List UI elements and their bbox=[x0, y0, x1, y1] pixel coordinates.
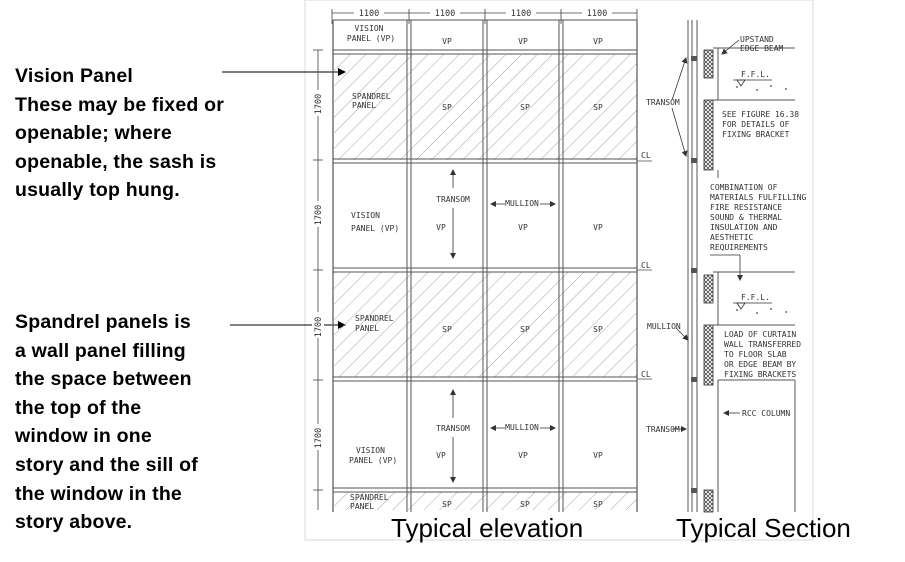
panel-label: PANEL bbox=[352, 101, 376, 110]
note-line: a wall panel filling bbox=[15, 339, 186, 362]
rcc-column-label: RCC COLUMN bbox=[742, 409, 790, 418]
detail-note: FOR DETAILS OF bbox=[722, 120, 790, 129]
note-line: usually top hung. bbox=[15, 179, 180, 202]
spandrel-band bbox=[334, 55, 637, 160]
floor-height-label: 1700 bbox=[314, 205, 324, 225]
vision-panel-note: Vision Panel These may be fixed or opena… bbox=[15, 62, 224, 205]
insulation-block bbox=[703, 49, 714, 79]
material-note: MATERIALS FULFILLING bbox=[710, 193, 807, 202]
panel-label: SP bbox=[520, 500, 530, 509]
load-note: FIXING BRACKETS bbox=[724, 370, 796, 379]
note-line: the space between bbox=[15, 368, 192, 391]
note-line: openable; where bbox=[15, 122, 172, 145]
transom-label: TRANSOM bbox=[646, 98, 680, 107]
note-line: the window in the bbox=[15, 482, 182, 505]
load-note: WALL TRANSFERRED bbox=[724, 340, 801, 349]
sheet-border bbox=[304, 0, 814, 541]
panel-label: SP bbox=[520, 325, 530, 334]
load-note: OR EDGE BEAM BY bbox=[724, 360, 796, 369]
note-line: window in one bbox=[15, 425, 152, 448]
note-line: Spandrel panels is bbox=[15, 311, 191, 333]
centre-line-label: CL bbox=[641, 370, 651, 379]
panel-label: PANEL bbox=[355, 324, 379, 333]
insulation-block bbox=[703, 489, 714, 513]
panel-label: VISION bbox=[355, 24, 384, 33]
module-width-label: 1100 bbox=[587, 9, 607, 19]
panel-label: VP bbox=[436, 223, 446, 232]
transom-label: TRANSOM bbox=[436, 195, 470, 204]
section-drawing: F.F.L. F.F.L. UPSTAND EDGE BEAM TRANSOM … bbox=[646, 20, 807, 513]
module-width-label: 1100 bbox=[435, 9, 455, 19]
panel-label: VP bbox=[518, 223, 528, 232]
floor-height-label: 1700 bbox=[314, 94, 324, 114]
panel-label: VP bbox=[442, 37, 452, 46]
insulation-block bbox=[703, 274, 714, 304]
material-note: FIRE RESISTANCE bbox=[710, 203, 782, 212]
panel-label: VP bbox=[518, 37, 528, 46]
module-width-label: 1100 bbox=[511, 9, 531, 19]
module-width-label: 1100 bbox=[359, 9, 379, 19]
panel-label: SP bbox=[593, 500, 603, 509]
upstand-label: EDGE BEAM bbox=[740, 44, 784, 53]
panel-label: SPANDREL bbox=[350, 493, 389, 502]
panel-label: SP bbox=[442, 325, 452, 334]
load-note: TO FLOOR SLAB bbox=[724, 350, 787, 359]
material-note: AESTHETIC bbox=[710, 233, 754, 242]
panel-label: VISION bbox=[356, 446, 385, 455]
panel-label: SP bbox=[442, 500, 452, 509]
panel-label: SPANDREL bbox=[352, 92, 391, 101]
detail-note: FIXING BRACKET bbox=[722, 130, 790, 139]
floor-height-label: 1700 bbox=[314, 428, 324, 448]
detail-note: SEE FIGURE 16.38 bbox=[722, 110, 799, 119]
panel-label: PANEL (VP) bbox=[351, 224, 399, 233]
centre-line-label: CL bbox=[641, 151, 651, 160]
elevation-caption: Typical elevation bbox=[391, 513, 584, 543]
panel-label: SP bbox=[442, 103, 452, 112]
material-note: SOUND & THERMAL bbox=[710, 213, 782, 222]
panel-label: VP bbox=[593, 451, 603, 460]
panel-label: PANEL bbox=[350, 502, 374, 511]
spandrel-band bbox=[334, 492, 637, 510]
section-caption: Typical Section bbox=[676, 513, 851, 543]
panel-label: VP bbox=[593, 37, 603, 46]
note-line: story and the sill of bbox=[15, 453, 198, 476]
panel-label: SP bbox=[520, 103, 530, 112]
spandrel-band bbox=[334, 272, 637, 377]
panel-label: VP bbox=[593, 223, 603, 232]
material-note: REQUIREMENTS bbox=[710, 243, 768, 252]
panel-label: VP bbox=[518, 451, 528, 460]
panel-label: VISION bbox=[351, 211, 380, 220]
mullion-label: MULLION bbox=[647, 322, 681, 331]
panel-label: PANEL (VP) bbox=[349, 456, 397, 465]
upstand-label: UPSTAND bbox=[740, 35, 774, 44]
note-line: openable, the sash is bbox=[15, 150, 217, 173]
panel-label: VP bbox=[436, 451, 446, 460]
material-note: INSULATION AND bbox=[710, 223, 778, 232]
mullion-label: MULLION bbox=[505, 423, 539, 432]
note-line: These may be fixed or bbox=[15, 93, 225, 116]
note-line: the top of the bbox=[15, 396, 142, 419]
transom-label: TRANSOM bbox=[436, 424, 470, 433]
material-note: COMBINATION OF bbox=[710, 183, 778, 192]
note-line: story above. bbox=[15, 511, 133, 534]
note-line: Vision Panel bbox=[15, 65, 134, 87]
panel-label: PANEL (VP) bbox=[347, 34, 395, 43]
panel-label: SP bbox=[593, 325, 603, 334]
ffl-label: F.F.L. bbox=[741, 293, 770, 302]
ffl-label: F.F.L. bbox=[741, 70, 770, 79]
mullion-label: MULLION bbox=[505, 199, 539, 208]
panel-label: SP bbox=[593, 103, 603, 112]
floor-height-label: 1700 bbox=[314, 317, 324, 337]
centre-line-label: CL bbox=[641, 261, 651, 270]
spandrel-panel-note: Spandrel panels is a wall panel filling … bbox=[15, 308, 198, 537]
panel-label: SPANDREL bbox=[355, 314, 394, 323]
transom-label: TRANSOM bbox=[646, 425, 680, 434]
load-note: LOAD OF CURTAIN bbox=[724, 330, 796, 339]
insulation-block bbox=[703, 99, 714, 171]
insulation-block bbox=[703, 324, 714, 386]
elevation-drawing: 1100 1100 1100 1100 1700 1700 1700 1700 bbox=[312, 7, 652, 512]
